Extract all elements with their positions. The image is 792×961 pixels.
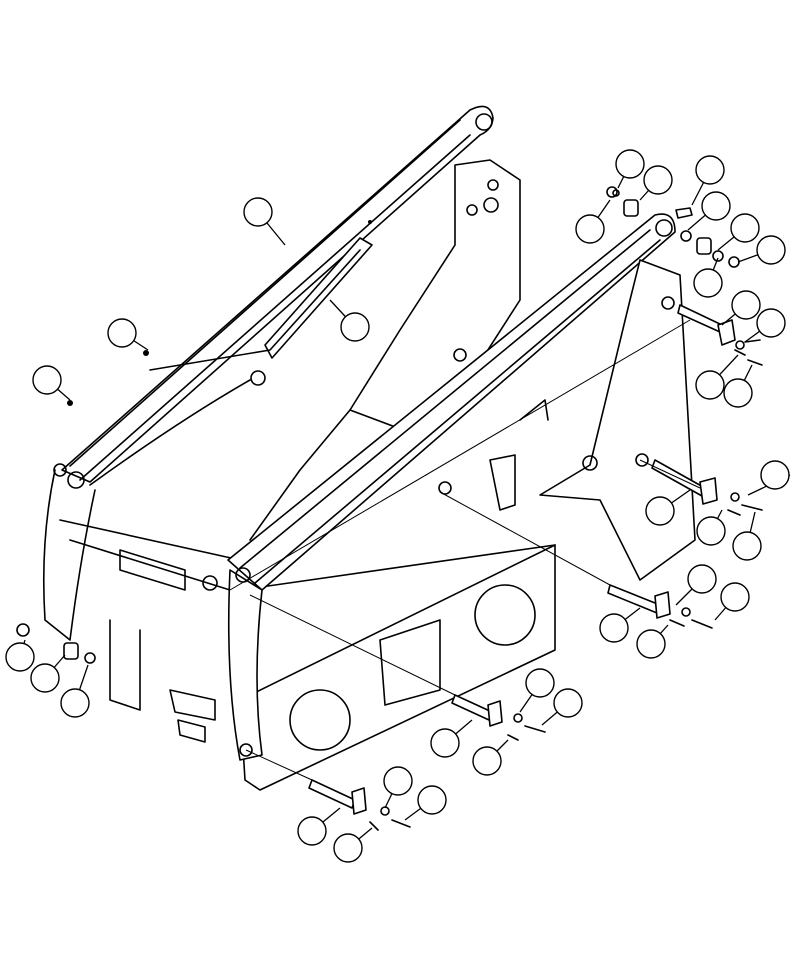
callout-balloon-c28 bbox=[472, 746, 502, 776]
callout-balloon-c17 bbox=[760, 460, 790, 490]
callout-balloon-c22 bbox=[720, 582, 750, 612]
callout-balloon-c3 bbox=[107, 318, 137, 348]
right-lift-arm bbox=[202, 213, 676, 761]
callout-balloon-c14 bbox=[756, 308, 786, 338]
callout-balloon-c12 bbox=[693, 268, 723, 298]
callout-balloon-c16 bbox=[723, 378, 753, 408]
callout-balloon-c27 bbox=[430, 728, 460, 758]
callout-balloon-c18 bbox=[645, 496, 675, 526]
callout-balloon-c9 bbox=[701, 191, 731, 221]
callout-balloon-c6 bbox=[643, 165, 673, 195]
main-frame bbox=[59, 399, 556, 791]
callout-balloon-c20 bbox=[732, 531, 762, 561]
callout-balloon-c24 bbox=[636, 629, 666, 659]
callout-balloon-c30 bbox=[417, 785, 447, 815]
callout-balloons bbox=[5, 149, 791, 863]
left-lift-arm bbox=[42, 105, 494, 641]
callout-balloon-c29 bbox=[383, 766, 413, 796]
callout-balloon-c11 bbox=[756, 235, 786, 265]
callout-balloon-c19 bbox=[696, 516, 726, 546]
callout-balloon-c15 bbox=[695, 370, 725, 400]
callout-balloon-c1 bbox=[243, 197, 273, 227]
callout-balloon-c32 bbox=[333, 833, 363, 863]
callout-balloon-c10 bbox=[730, 213, 760, 243]
callout-balloon-c5 bbox=[615, 149, 645, 179]
callout-balloon-c4 bbox=[32, 365, 62, 395]
callout-balloon-c7 bbox=[575, 214, 605, 244]
callout-balloon-c21 bbox=[687, 564, 717, 594]
callout-balloon-c8 bbox=[695, 155, 725, 185]
callout-balloon-c35 bbox=[60, 688, 90, 718]
callout-balloon-c13 bbox=[731, 290, 761, 320]
callout-balloon-c26 bbox=[553, 688, 583, 718]
callout-balloon-c2 bbox=[340, 312, 370, 342]
callout-balloon-c33 bbox=[5, 642, 35, 672]
callout-balloon-c23 bbox=[599, 613, 629, 643]
callout-balloon-c34 bbox=[30, 663, 60, 693]
pins-and-hardware bbox=[16, 186, 763, 831]
callout-balloon-c31 bbox=[297, 816, 327, 846]
callout-balloon-c25 bbox=[525, 668, 555, 698]
